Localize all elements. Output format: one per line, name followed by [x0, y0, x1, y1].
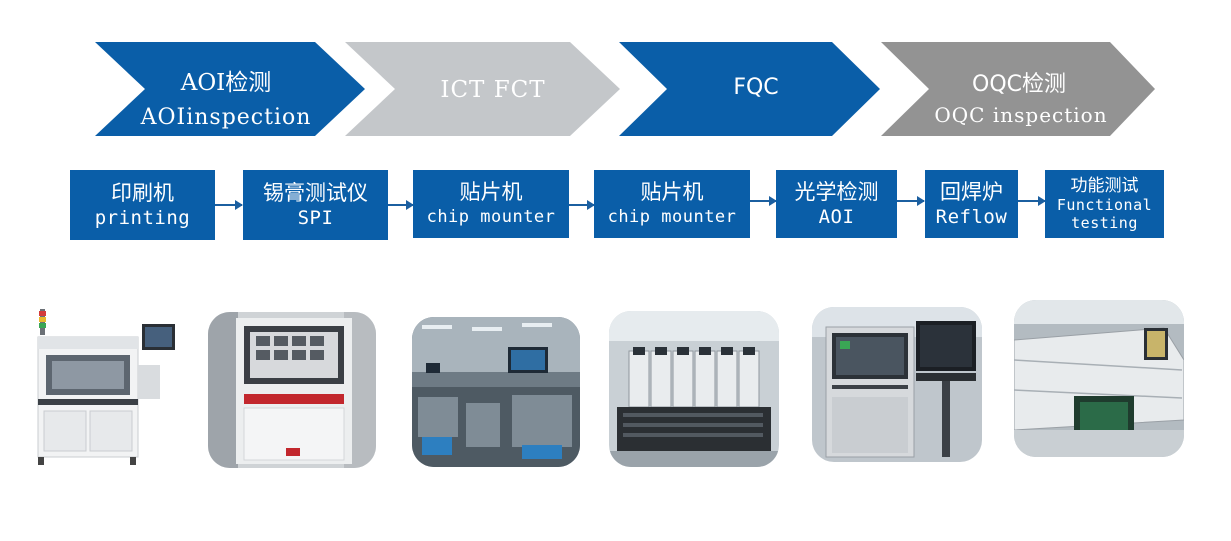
step-label-zh: 锡膏测试仪: [263, 181, 368, 205]
aoi-machine-photo: [812, 307, 982, 462]
flow-arrow: [569, 200, 595, 210]
step-label-en: Reflow: [935, 206, 1008, 228]
stage-aoi-title: AOI检测: [180, 70, 272, 96]
chip-mounter-line-photo: [609, 311, 779, 467]
step-label-zh: 回焊炉: [940, 180, 1003, 204]
step-label-zh: 印刷机: [111, 181, 174, 205]
stage-aoi: AOI检测 AOIinspection: [95, 42, 365, 136]
spi-machine-photo: [208, 312, 376, 468]
flow-arrow: [215, 200, 243, 210]
step-spi: 锡膏测试仪 SPI: [243, 170, 388, 240]
printing-machine-photo: [30, 307, 185, 470]
flow-arrow: [388, 200, 414, 210]
stage-ict: ICT FCT: [345, 42, 620, 136]
stage-fqc: FQC: [619, 42, 880, 136]
stage-oqc-title: OQC检测: [972, 72, 1066, 97]
step-label-zh: 贴片机: [459, 180, 523, 204]
stage-fqc-title: FQC: [733, 75, 778, 100]
step-aoi: 光学检测 AOI: [776, 170, 897, 238]
step-label-en: SPI: [297, 207, 334, 229]
step-chip-mounter-2: 贴片机 chip mounter: [594, 170, 750, 238]
flow-arrow: [1018, 196, 1046, 206]
step-label-en: printing: [94, 207, 191, 229]
stage-oqc: OQC检测 OQC inspection: [881, 42, 1155, 136]
stage-ict-title: ICT FCT: [440, 77, 545, 103]
flow-arrow: [750, 196, 777, 206]
step-printing: 印刷机 printing: [70, 170, 215, 240]
stage-chevrons: AOI检测 AOIinspection ICT FCT FQC OQC检测 OQ…: [95, 42, 1155, 136]
step-label-en: AOI: [818, 206, 855, 228]
reflow-oven-photo: [1014, 300, 1184, 457]
step-chip-mounter-1: 贴片机 chip mounter: [413, 170, 569, 238]
step-label-zh: 贴片机: [640, 180, 704, 204]
flow-arrow: [897, 196, 925, 206]
step-label-en: Functional testing: [1056, 196, 1153, 232]
step-label-zh: 光学检测: [794, 180, 879, 204]
production-floor-photo: [412, 317, 580, 467]
step-label-en: chip mounter: [607, 207, 737, 227]
step-label-zh: 功能测试: [1070, 176, 1139, 196]
step-reflow: 回焊炉 Reflow: [925, 170, 1018, 238]
stage-oqc-subtitle: OQC inspection: [934, 103, 1107, 127]
stage-aoi-subtitle: AOIinspection: [140, 105, 312, 130]
step-label-en: chip mounter: [426, 207, 556, 227]
step-functional-testing: 功能测试 Functional testing: [1045, 170, 1164, 238]
